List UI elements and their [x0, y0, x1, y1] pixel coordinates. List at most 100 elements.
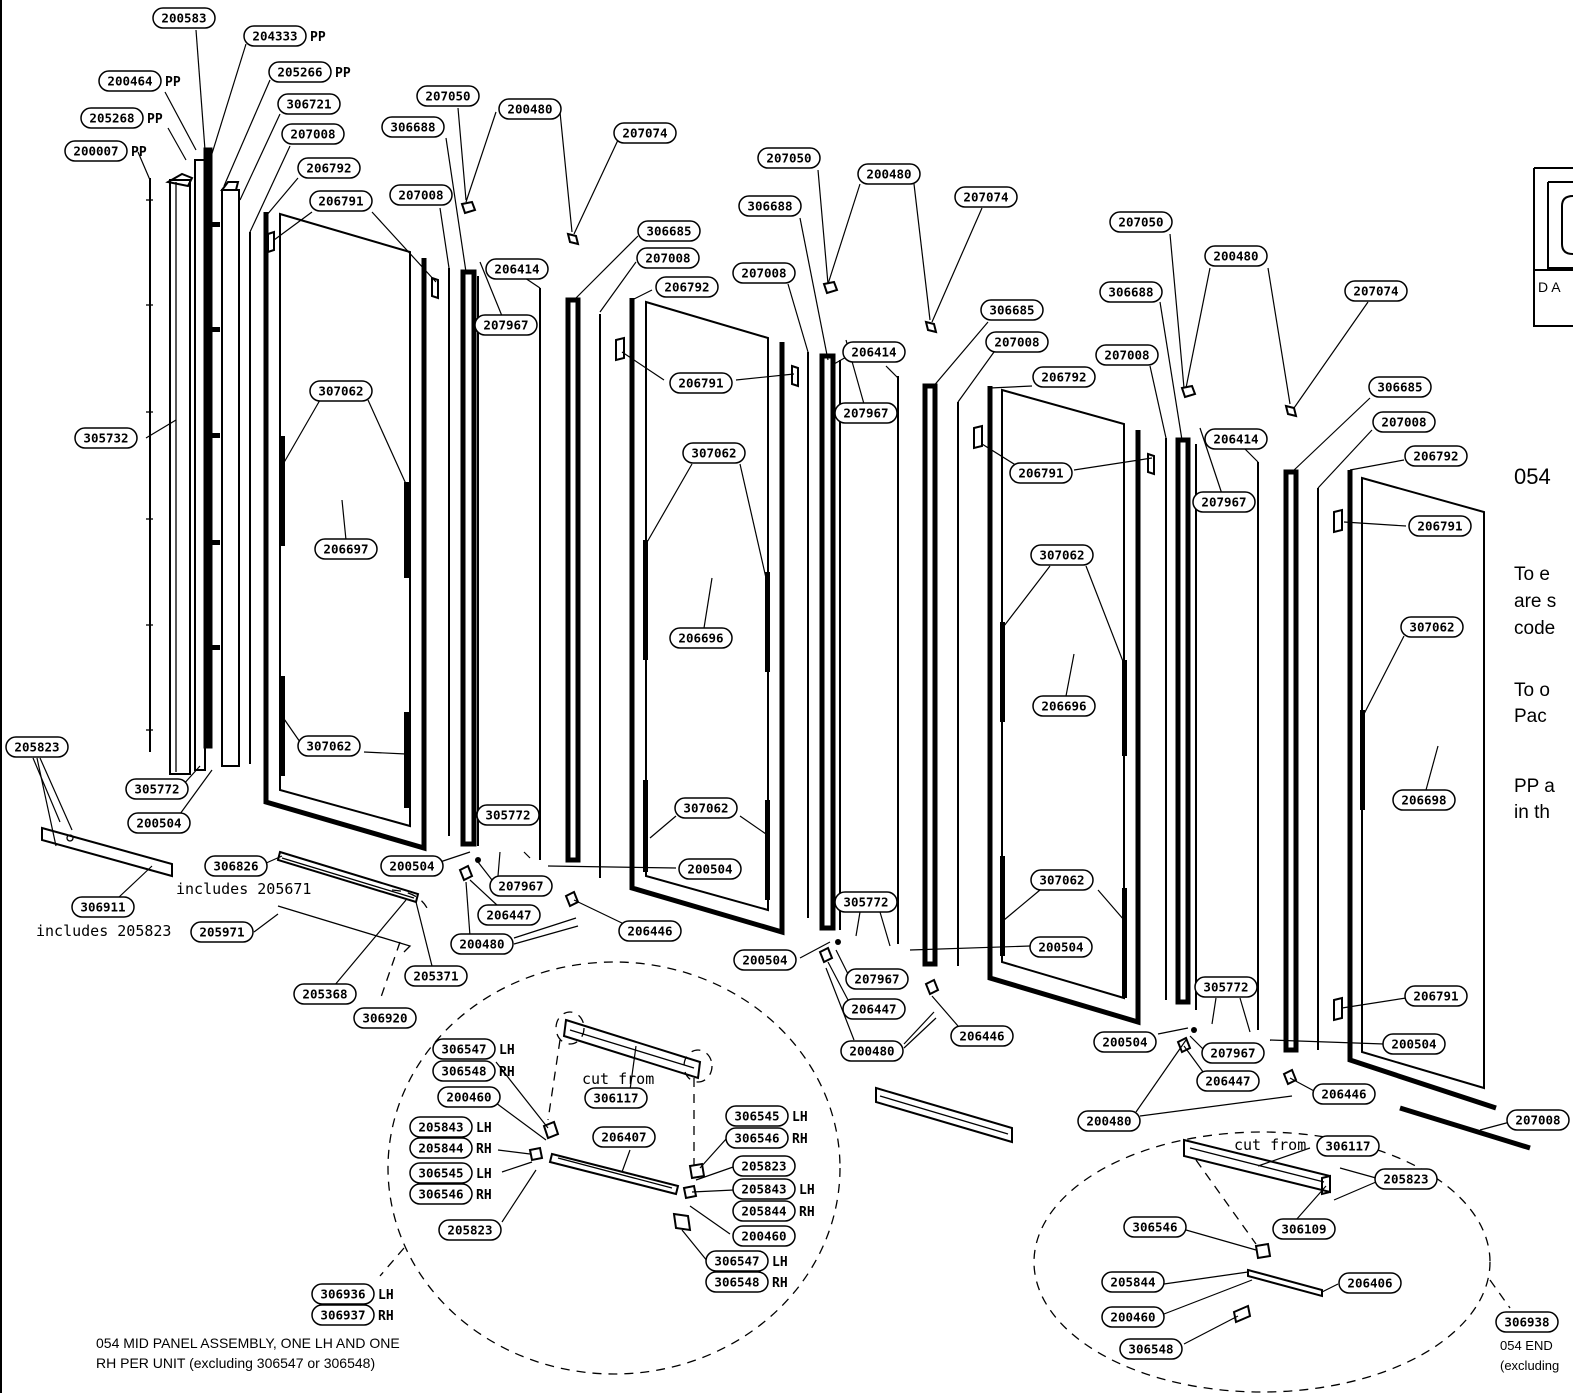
- glass-panel-1: [263, 212, 439, 852]
- part-suffix: RH: [378, 1309, 394, 1324]
- part-number: 307062: [1039, 873, 1084, 888]
- part-number: 206414: [851, 345, 896, 360]
- callout-outline: [636, 247, 700, 269]
- callout-outline: [637, 220, 701, 242]
- callout-outline: [725, 1105, 789, 1127]
- callout-outline: [381, 116, 445, 138]
- caption-includes-205823: includes 205823: [36, 922, 171, 940]
- callout-outline: [1374, 1168, 1438, 1190]
- part-number: 306547: [441, 1042, 486, 1057]
- part-callout-206792: 206792: [297, 157, 361, 179]
- part-number: 206446: [1321, 1087, 1366, 1102]
- part-callout-207008: 207008: [985, 331, 1049, 353]
- part-callout-200583: 200583: [152, 7, 216, 29]
- part-suffix: LH: [792, 1110, 808, 1125]
- callout-outline: [1030, 544, 1094, 566]
- part-callout-206791: 206791: [1408, 515, 1472, 537]
- part-number: 306548: [1128, 1342, 1173, 1357]
- part-number: 200480: [866, 167, 911, 182]
- callout-outline: [1368, 376, 1432, 398]
- leader-lines: [32, 29, 1511, 1345]
- mid-panel-detail: [387, 961, 841, 1375]
- notes-line-4: To o: [1514, 680, 1550, 701]
- callout-outline: [980, 299, 1044, 321]
- part-suffix: RH: [792, 1132, 808, 1147]
- callout-outline: [314, 538, 378, 560]
- callout-outline: [125, 778, 189, 800]
- callout-outline: [842, 998, 906, 1020]
- callout-outline: [732, 1225, 796, 1247]
- part-callout-205823: 205823: [1374, 1168, 1438, 1190]
- part-number: 200504: [389, 859, 434, 874]
- part-callout-200504: 200504: [733, 949, 797, 971]
- part-callout-206406: 206406: [1338, 1272, 1402, 1294]
- part-callout-306685: 306685: [637, 220, 701, 242]
- part-callout-307062: 307062: [309, 380, 373, 402]
- part-number: 206792: [1041, 370, 1086, 385]
- part-number: 200504: [136, 816, 181, 831]
- callout-outline: [64, 140, 128, 162]
- part-number: 206696: [678, 631, 723, 646]
- part-callout-307062: 307062: [682, 442, 746, 464]
- part-number: 205971: [199, 925, 244, 940]
- part-callout-206447: 206447: [477, 904, 541, 926]
- callout-outline: [1312, 1083, 1376, 1105]
- callout-outline: [268, 61, 332, 83]
- part-callout-307062: 307062: [1030, 544, 1094, 566]
- part-number: 200460: [741, 1229, 786, 1244]
- callout-outline: [682, 442, 746, 464]
- callout-outline: [1099, 281, 1163, 303]
- callout-outline: [1344, 280, 1408, 302]
- part-callout-306117: 306117: [1316, 1135, 1380, 1157]
- part-callout-207008: 207008: [1372, 411, 1436, 433]
- callout-outline: [297, 735, 361, 757]
- callout-outline: [1030, 869, 1094, 891]
- part-number: 207967: [854, 972, 899, 987]
- callout-outline: [954, 186, 1018, 208]
- part-number: 306548: [714, 1275, 759, 1290]
- part-callout-205823: 205823: [732, 1155, 796, 1177]
- callout-outline: [1095, 344, 1159, 366]
- part-callout-207074: 207074: [1344, 280, 1408, 302]
- part-callout-206414: 206414: [485, 258, 549, 280]
- callout-outline: [733, 949, 797, 971]
- caption-cut-from-end: cut from: [1234, 1136, 1306, 1154]
- part-number: 206791: [1417, 519, 1462, 534]
- part-number: 306826: [213, 859, 258, 874]
- part-callout-200504: 200504: [1093, 1031, 1157, 1053]
- captions: includes 205671 includes 205823 cut from…: [36, 880, 1559, 1373]
- part-number: 305772: [485, 808, 530, 823]
- panel-2-profiles: [807, 352, 959, 967]
- part-number: 307062: [306, 739, 351, 754]
- callout-outline: [757, 147, 821, 169]
- part-callout-200504: 200504: [678, 858, 742, 880]
- callout-outline: [669, 372, 733, 394]
- part-number: 207008: [994, 335, 1039, 350]
- part-number: 307062: [683, 801, 728, 816]
- part-suffix: PP: [310, 30, 326, 45]
- callout-outline: [293, 983, 357, 1005]
- part-callout-206792: 206792: [655, 276, 719, 298]
- notes-line-7: in th: [1514, 802, 1550, 823]
- part-suffix: RH: [499, 1065, 515, 1080]
- callout-outline: [1201, 1042, 1265, 1064]
- part-callout-207074: 207074: [613, 122, 677, 144]
- part-suffix: PP: [335, 66, 351, 81]
- callout-outline: [1093, 1031, 1157, 1053]
- part-callout-306117: 306117: [584, 1087, 648, 1109]
- part-number: 205823: [14, 740, 59, 755]
- part-number: 205844: [418, 1141, 463, 1156]
- part-callout-306721: 306721: [277, 93, 341, 115]
- top-clips: [460, 200, 1298, 418]
- callout-outline: [705, 1271, 769, 1293]
- callout-outline: [1101, 1271, 1165, 1293]
- part-callout-207074: 207074: [954, 186, 1018, 208]
- part-callout-306109: 306109: [1272, 1218, 1336, 1240]
- callout-outline: [404, 965, 468, 987]
- part-number: 205268: [89, 111, 134, 126]
- callout-outline: [584, 1087, 648, 1109]
- callout-outline: [127, 812, 191, 834]
- callout-outline: [674, 797, 738, 819]
